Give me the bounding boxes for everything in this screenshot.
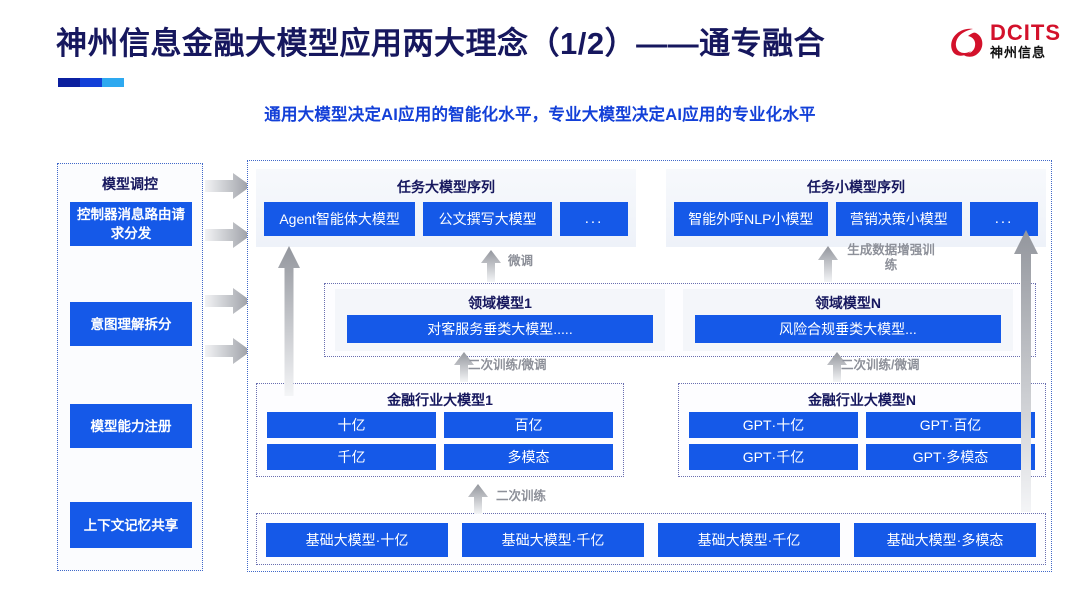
arrow-label-retrain-finetune-right: 二次训练/微调 xyxy=(841,358,920,372)
model-architecture-panel: 任务大模型序列 Agent智能体大模型 公文撰写大模型 ... 任务小模型序列 … xyxy=(247,160,1052,572)
domain-model-title: 领域模型N xyxy=(814,295,882,311)
domain-model-1: 领域模型1 对客服务垂类大模型..... xyxy=(335,289,665,351)
logo-brand-cn: 神州信息 xyxy=(990,45,1047,60)
chip-base-hundred-billion-2[interactable]: 基础大模型·千亿 xyxy=(658,523,840,557)
chip-document-writing-model[interactable]: 公文撰写大模型 xyxy=(423,202,552,236)
page-title: 神州信息金融大模型应用两大理念（1/2）——通专融合 xyxy=(56,26,826,61)
arrow-right-icon xyxy=(205,173,251,199)
chip-marketing-decision-model[interactable]: 营销决策小模型 xyxy=(835,202,963,236)
base-model-band: 基础大模型·十亿 基础大模型·千亿 基础大模型·千亿 基础大模型·多模态 xyxy=(256,513,1046,565)
chip-scale-billion[interactable]: 十亿 xyxy=(267,412,436,438)
model-control-panel: 模型调控 控制器消息路由请求分发 意图理解拆分 模型能力注册 上下文记忆共享 xyxy=(57,163,203,571)
task-small-model-sequence: 任务小模型序列 智能外呼NLP小模型 营销决策小模型 ... xyxy=(666,169,1046,247)
sequence-chip-row: Agent智能体大模型 公文撰写大模型 ... xyxy=(264,202,628,236)
sequence-chip-row: 智能外呼NLP小模型 营销决策小模型 ... xyxy=(674,202,1039,236)
arrow-label-fine-tune: 微调 xyxy=(508,254,534,268)
company-logo: DCITS 神州信息 xyxy=(946,20,1064,70)
industry-chip-grid: GPT·十亿 GPT·百亿 GPT·千亿 GPT·多模态 xyxy=(689,412,1035,470)
chip-base-multimodal[interactable]: 基础大模型·多模态 xyxy=(854,523,1036,557)
sidebar-title: 模型调控 xyxy=(102,176,158,192)
industry-chip-grid: 十亿 百亿 千亿 多模态 xyxy=(267,412,613,470)
title-accent-rule xyxy=(58,78,124,87)
sidebar-item-capability-registry[interactable]: 模型能力注册 xyxy=(70,404,192,448)
chip-base-billion[interactable]: 基础大模型·十亿 xyxy=(266,523,448,557)
arrow-up-icon xyxy=(454,352,474,382)
chip-scale-multimodal[interactable]: 多模态 xyxy=(444,444,613,470)
chip-scale-hundred-billion[interactable]: 千亿 xyxy=(267,444,436,470)
task-large-model-sequence: 任务大模型序列 Agent智能体大模型 公文撰写大模型 ... xyxy=(256,169,636,247)
logo-brand: DCITS xyxy=(990,20,1061,45)
arrow-up-icon xyxy=(278,246,300,396)
arrow-up-icon xyxy=(818,246,838,282)
chip-scale-ten-billion[interactable]: 百亿 xyxy=(444,412,613,438)
chip-base-hundred-billion-1[interactable]: 基础大模型·千亿 xyxy=(462,523,644,557)
chip-gpt-multimodal[interactable]: GPT·多模态 xyxy=(866,444,1035,470)
chip-outbound-nlp-model[interactable]: 智能外呼NLP小模型 xyxy=(674,202,828,236)
chip-gpt-billion[interactable]: GPT·十亿 xyxy=(689,412,858,438)
sequence-title: 任务小模型序列 xyxy=(807,179,905,195)
sequence-title: 任务大模型序列 xyxy=(397,179,495,195)
domain-model-band: 领域模型1 对客服务垂类大模型..... 领域模型N 风险合规垂类大模型... xyxy=(324,283,1036,357)
chip-customer-service-vertical-model[interactable]: 对客服务垂类大模型..... xyxy=(347,315,653,343)
sidebar-item-controller-routing[interactable]: 控制器消息路由请求分发 xyxy=(70,202,192,246)
chip-gpt-ten-billion[interactable]: GPT·百亿 xyxy=(866,412,1035,438)
arrow-up-icon xyxy=(1014,230,1038,512)
domain-model-n: 领域模型N 风险合规垂类大模型... xyxy=(683,289,1013,351)
base-chip-row: 基础大模型·十亿 基础大模型·千亿 基础大模型·千亿 基础大模型·多模态 xyxy=(266,523,1036,557)
arrow-label-retrain: 二次训练 xyxy=(496,489,547,503)
chip-gpt-hundred-billion[interactable]: GPT·千亿 xyxy=(689,444,858,470)
sidebar-item-intent-parsing[interactable]: 意图理解拆分 xyxy=(70,302,192,346)
arrow-right-icon xyxy=(205,222,251,248)
arrow-label-data-augmentation: 生成数据增强训练 xyxy=(847,243,935,272)
arrow-label-retrain-finetune-left: 二次训练/微调 xyxy=(468,358,547,372)
arrow-up-icon xyxy=(827,352,847,382)
domain-model-title: 领域模型1 xyxy=(468,295,532,311)
dcits-swirl-icon xyxy=(951,28,983,57)
arrow-right-icon xyxy=(205,288,251,314)
arrow-right-icon xyxy=(205,338,251,364)
subtitle: 通用大模型决定AI应用的智能化水平，专业大模型决定AI应用的专业化水平 xyxy=(264,106,816,124)
industry-model-title: 金融行业大模型N xyxy=(807,392,917,408)
chip-more[interactable]: ... xyxy=(970,202,1039,236)
sidebar-item-context-memory[interactable]: 上下文记忆共享 xyxy=(70,502,192,548)
arrow-up-icon xyxy=(468,484,488,514)
industry-model-n: 金融行业大模型N GPT·十亿 GPT·百亿 GPT·千亿 GPT·多模态 xyxy=(678,383,1046,477)
chip-more[interactable]: ... xyxy=(560,202,628,236)
industry-model-1: 金融行业大模型1 十亿 百亿 千亿 多模态 xyxy=(256,383,624,477)
chip-agent-model[interactable]: Agent智能体大模型 xyxy=(264,202,416,236)
arrow-up-icon xyxy=(481,250,501,282)
chip-risk-compliance-vertical-model[interactable]: 风险合规垂类大模型... xyxy=(695,315,1001,343)
industry-model-title: 金融行业大模型1 xyxy=(387,392,493,408)
